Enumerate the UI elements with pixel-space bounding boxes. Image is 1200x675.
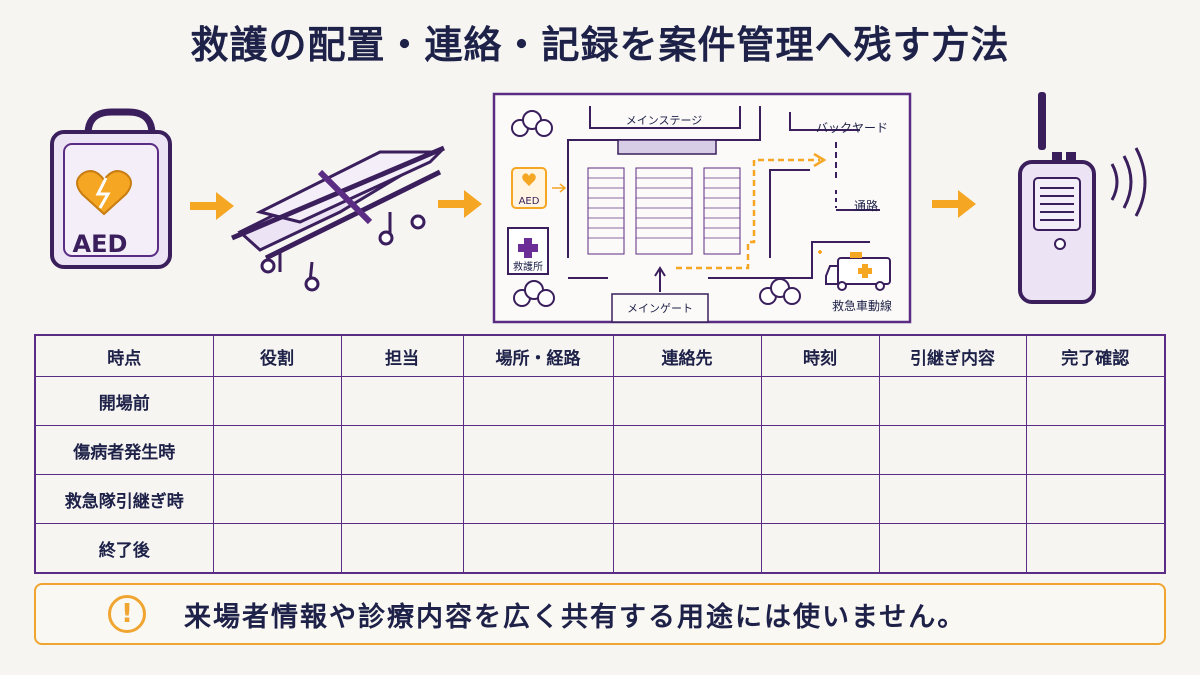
table-row: 開場前: [34, 376, 1166, 426]
table-cell: [878, 523, 1027, 574]
table-cell: [760, 376, 880, 426]
table-cell: [612, 474, 762, 524]
map-ambulance-route-label: 救急車動線: [832, 298, 892, 313]
table-header: 引継ぎ内容: [878, 334, 1027, 377]
record-table: 時点 役割 担当 場所・経路 連絡先 時刻 引継ぎ内容 完了確認 開場前 傷病者…: [34, 334, 1166, 574]
table-cell: [1025, 376, 1166, 426]
map-passage-label: 通路: [854, 198, 878, 213]
table-header: 場所・経路: [462, 334, 614, 377]
table-cell: [462, 474, 614, 524]
row-label: 終了後: [34, 523, 214, 574]
table-header: 完了確認: [1025, 334, 1166, 377]
table-cell: [462, 425, 614, 475]
record-table-wrapper: 時点 役割 担当 場所・経路 連絡先 時刻 引継ぎ内容 完了確認 開場前 傷病者…: [34, 334, 1166, 574]
aed-bag-icon: AED: [50, 108, 172, 269]
flow-arrow: [932, 190, 976, 218]
table-header: 時点: [34, 334, 214, 377]
warning-icon: !: [108, 595, 146, 633]
table-cell: [1025, 474, 1166, 524]
table-cell: [340, 474, 464, 524]
table-row: 終了後: [34, 523, 1166, 574]
map-backyard-label: バックヤード: [816, 121, 888, 135]
ambulance-icon: [825, 252, 891, 291]
table-cell: [878, 376, 1027, 426]
row-label: 救急隊引継ぎ時: [34, 474, 214, 524]
flow-arrow: [438, 190, 482, 218]
table-cell: [462, 523, 614, 574]
table-cell: [878, 425, 1027, 475]
table-cell: [1025, 523, 1166, 574]
venue-map: メインステージ バックヤード AED: [492, 92, 912, 324]
table-cell: [1025, 425, 1166, 475]
aid-station-icon: 救護所: [507, 227, 549, 275]
row-label: 開場前: [34, 376, 214, 426]
table-header: 役割: [212, 334, 342, 377]
table-cell: [612, 523, 762, 574]
map-main-gate-label: メインゲート: [627, 302, 693, 315]
stretcher-icon: [231, 145, 445, 292]
table-cell: [760, 523, 880, 574]
table-cell: [212, 376, 342, 426]
table-cell: [760, 425, 880, 475]
table-header: 担当: [340, 334, 464, 377]
page-title: 救護の配置・連絡・記録を案件管理へ残す方法: [190, 23, 1010, 67]
table-row: 傷病者発生時: [34, 425, 1166, 475]
aed-bag-label: AED: [73, 230, 128, 258]
table-cell: [212, 425, 342, 475]
table-row: 救急隊引継ぎ時: [34, 474, 1166, 524]
table-header-row: 時点 役割 担当 場所・経路 連絡先 時刻 引継ぎ内容 完了確認: [34, 334, 1166, 377]
table-header: 時刻: [760, 334, 880, 377]
table-cell: [612, 425, 762, 475]
table-cell: [212, 523, 342, 574]
table-header: 連絡先: [612, 334, 762, 377]
table-cell: [340, 376, 464, 426]
workflow-diagram: AED: [0, 82, 1200, 332]
map-aed-label: AED: [519, 196, 540, 207]
map-aed-icon: AED: [511, 167, 547, 209]
notice-text: 来場者情報や診療内容を広く共有する用途には使いません。: [184, 601, 967, 633]
table-cell: [760, 474, 880, 524]
table-cell: [340, 425, 464, 475]
table-cell: [462, 376, 614, 426]
map-aid-station-label: 救護所: [513, 260, 543, 273]
flow-arrow: [190, 192, 234, 220]
row-label: 傷病者発生時: [34, 425, 214, 475]
table-cell: [340, 523, 464, 574]
map-stage-label: メインステージ: [626, 114, 703, 127]
table-cell: [612, 376, 762, 426]
notice-box: ! 来場者情報や診療内容を広く共有する用途には使いません。: [34, 583, 1166, 645]
table-cell: [212, 474, 342, 524]
table-cell: [878, 474, 1027, 524]
radio-icon: [1018, 92, 1147, 304]
